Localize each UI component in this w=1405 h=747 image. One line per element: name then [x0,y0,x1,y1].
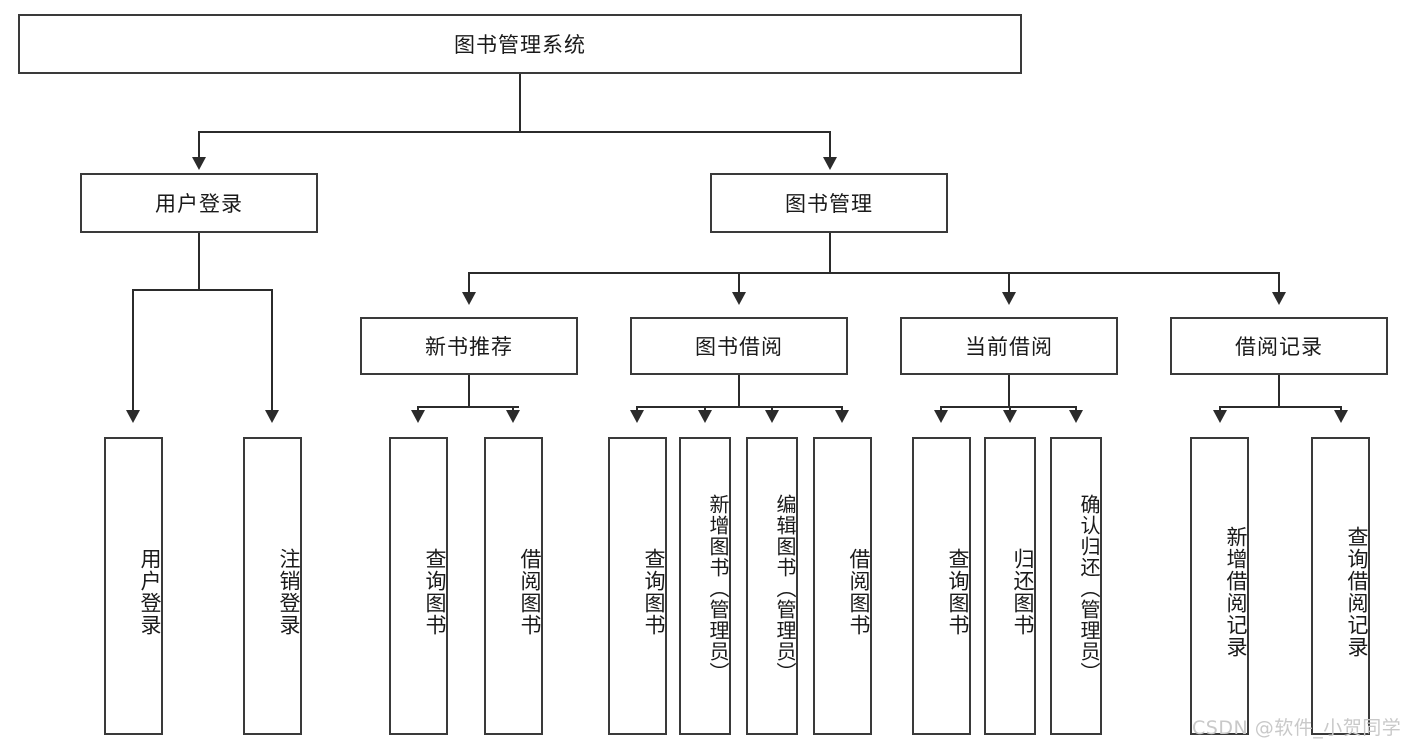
edge-book-mgmt-trunk [829,233,831,273]
edge-current-l1 [940,406,942,412]
leaf-borrow-book[interactable]: 借阅图书 [813,437,872,735]
node-book-management[interactable]: 图书管理 [710,173,948,233]
csdn-watermark: CSDN @软件_小贺同学 [1192,717,1402,739]
arrow-current-l1 [934,410,948,423]
leaf-logout[interactable]: 注销登录 [243,437,302,735]
edge-borrow-trunk [738,375,740,407]
leaf-return-book-label: 归还图书 [1011,548,1035,636]
leaf-add-book-admin[interactable]: 新增图书（管理员） [679,437,731,735]
arrow-current-l3 [1069,410,1083,423]
edge-to-borrow-record [1278,272,1280,294]
leaf-confirm-return-admin-label: 确认归还（管理员） [1077,493,1101,683]
edge-user-login-trunk [198,233,200,290]
node-book-borrow-label: 图书借阅 [695,335,783,359]
leaf-query-book-newbook[interactable]: 查询图书 [389,437,448,735]
edge-root-trunk [519,74,521,132]
arrow-to-current-borrow [1002,292,1016,305]
edge-borrow-l2 [704,406,706,412]
node-root-label: 图书管理系统 [454,33,586,57]
arrow-to-new-book [462,292,476,305]
leaf-query-book-current[interactable]: 查询图书 [912,437,971,735]
leaf-edit-book-admin[interactable]: 编辑图书（管理员） [746,437,798,735]
edge-current-l2 [1009,406,1011,412]
leaf-query-book-borrow[interactable]: 查询图书 [608,437,667,735]
edge-new-book-l2 [512,406,514,412]
edge-user-login-bus [132,289,272,291]
edge-new-book-bus [417,406,519,408]
edge-book-mgmt-bus [468,272,1279,274]
arrow-current-l2 [1003,410,1017,423]
edge-new-book-trunk [468,375,470,407]
arrow-borrow-l2 [698,410,712,423]
arrow-new-book-l1 [411,410,425,423]
arrow-record-l1 [1213,410,1227,423]
node-root[interactable]: 图书管理系统 [18,14,1022,74]
arrow-borrow-l3 [765,410,779,423]
leaf-query-borrow-record-label: 查询借阅记录 [1345,526,1369,658]
leaf-return-book[interactable]: 归还图书 [984,437,1036,735]
edge-user-login-l1 [132,289,134,412]
edge-borrow-l1 [636,406,638,412]
leaf-borrow-book-newbook[interactable]: 借阅图书 [484,437,543,735]
leaf-add-book-admin-label: 新增图书（管理员） [706,493,730,683]
edge-current-bus [940,406,1076,408]
edge-record-bus [1219,406,1341,408]
leaf-confirm-return-admin[interactable]: 确认归还（管理员） [1050,437,1102,735]
arrow-to-user-login [192,157,206,170]
arrow-new-book-l2 [506,410,520,423]
arrow-borrow-l4 [835,410,849,423]
leaf-add-borrow-record[interactable]: 新增借阅记录 [1190,437,1249,735]
edge-record-trunk [1278,375,1280,407]
node-new-book-recommend-label: 新书推荐 [425,335,513,359]
edge-to-current-borrow [1008,272,1010,294]
edge-root-bus [198,131,830,133]
node-new-book-recommend[interactable]: 新书推荐 [360,317,578,375]
node-user-login[interactable]: 用户登录 [80,173,318,233]
leaf-edit-book-admin-label: 编辑图书（管理员） [773,493,797,683]
leaf-query-borrow-record[interactable]: 查询借阅记录 [1311,437,1370,735]
edge-to-user-login [198,131,200,159]
edge-borrow-l3 [771,406,773,412]
leaf-logout-label: 注销登录 [277,548,301,636]
node-borrow-record[interactable]: 借阅记录 [1170,317,1388,375]
node-current-borrow[interactable]: 当前借阅 [900,317,1118,375]
node-user-login-label: 用户登录 [155,192,243,216]
edge-to-book-mgmt [829,131,831,159]
edge-record-l2 [1340,406,1342,412]
node-book-borrow[interactable]: 图书借阅 [630,317,848,375]
edge-to-new-book [468,272,470,294]
leaf-add-borrow-record-label: 新增借阅记录 [1224,526,1248,658]
arrow-user-login-l1 [126,410,140,423]
arrow-borrow-l1 [630,410,644,423]
edge-borrow-l4 [841,406,843,412]
edge-current-l3 [1075,406,1077,412]
leaf-borrow-book-label: 借阅图书 [847,548,871,636]
edge-current-trunk [1008,375,1010,407]
leaf-user-login[interactable]: 用户登录 [104,437,163,735]
arrow-user-login-l2 [265,410,279,423]
node-current-borrow-label: 当前借阅 [965,335,1053,359]
edge-borrow-bus [636,406,842,408]
arrow-to-borrow [732,292,746,305]
leaf-query-book-current-label: 查询图书 [946,548,970,636]
arrow-to-book-mgmt [823,157,837,170]
leaf-query-book-newbook-label: 查询图书 [423,548,447,636]
edge-new-book-l1 [417,406,419,412]
leaf-query-book-borrow-label: 查询图书 [642,548,666,636]
leaf-user-login-label: 用户登录 [138,548,162,636]
edge-to-borrow [738,272,740,294]
arrow-record-l2 [1334,410,1348,423]
node-book-management-label: 图书管理 [785,192,873,216]
arrow-to-borrow-record [1272,292,1286,305]
leaf-borrow-book-newbook-label: 借阅图书 [518,548,542,636]
edge-user-login-l2 [271,289,273,412]
edge-record-l1 [1219,406,1221,412]
node-borrow-record-label: 借阅记录 [1235,335,1323,359]
